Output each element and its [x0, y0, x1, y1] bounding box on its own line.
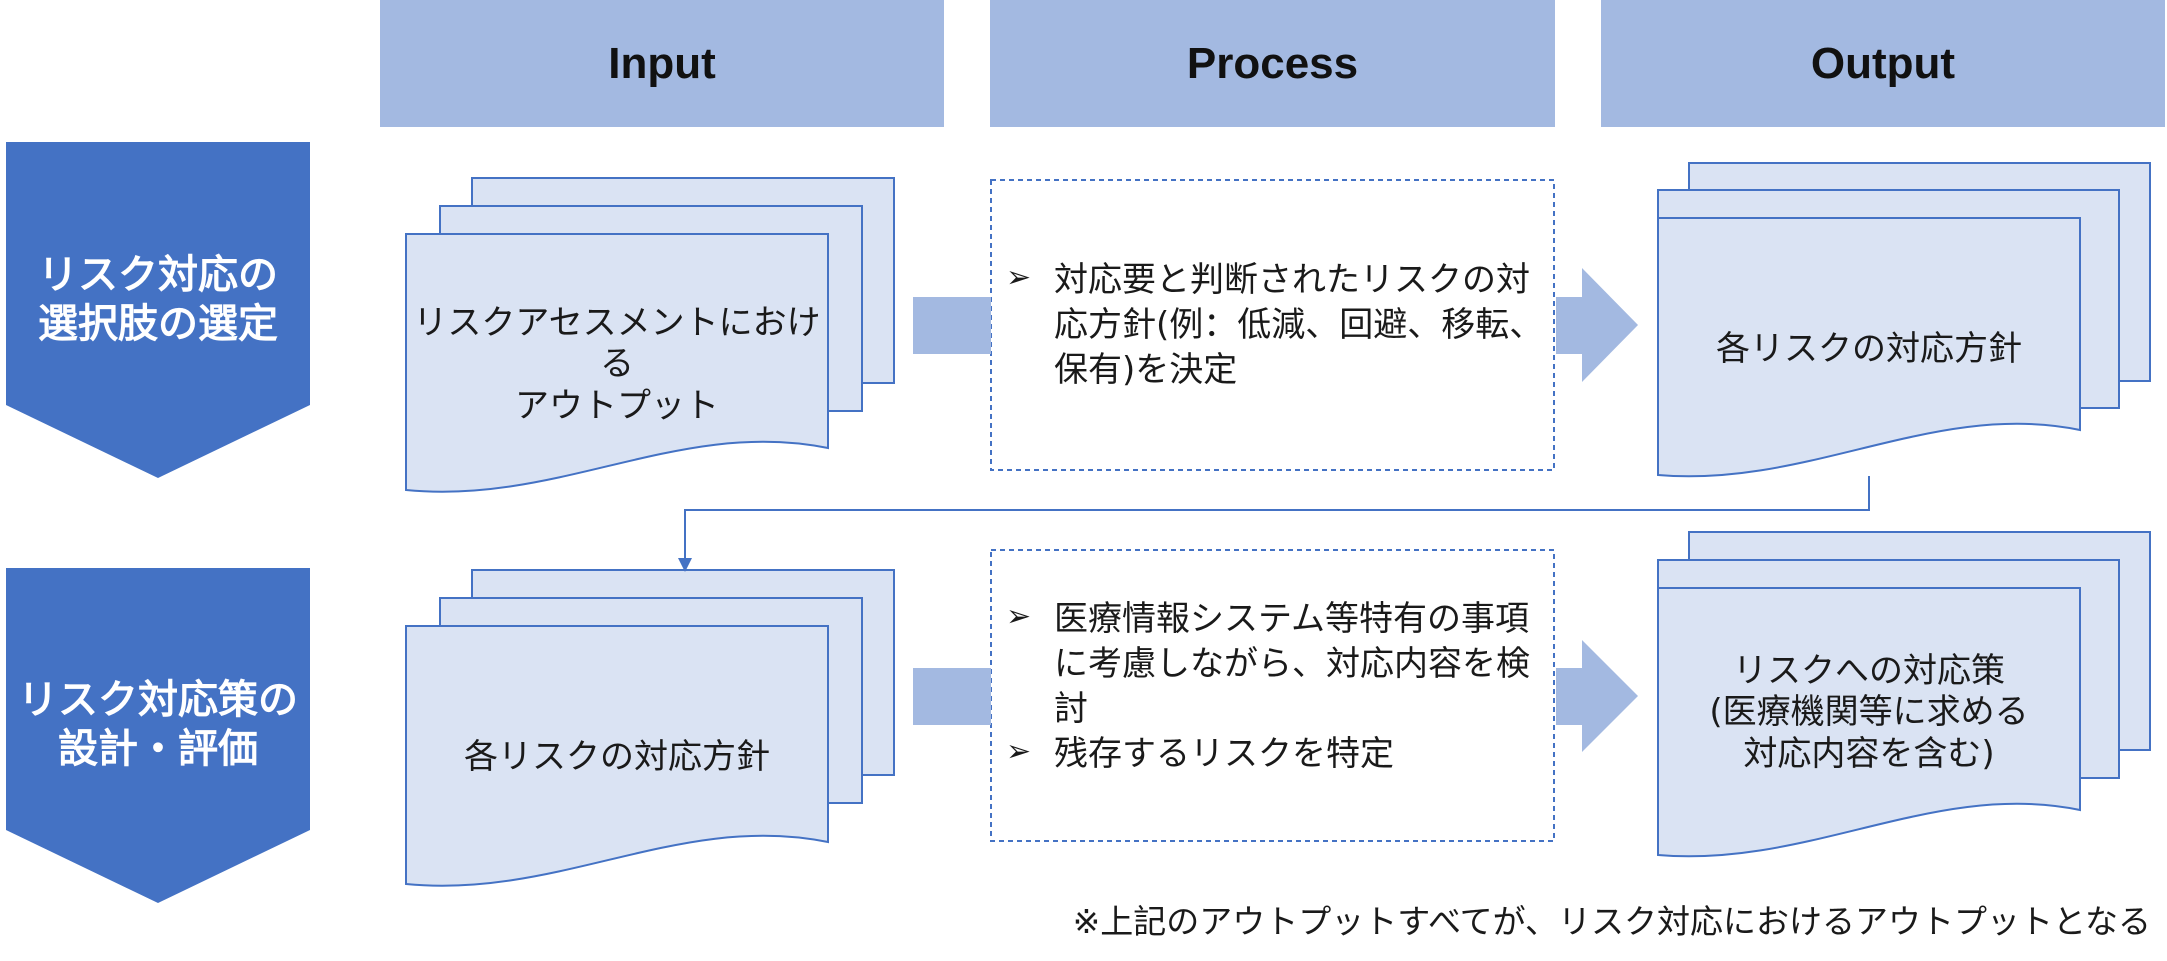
block-arrow-icon [1556, 640, 1638, 752]
process-text-1: ➢ 対応要と判断されたリスクの対応方針(例：低減、回避、移転、保有)を決定 [1006, 258, 1546, 393]
block-arrow-icon [913, 297, 991, 354]
header-output: Output [1601, 0, 2165, 127]
input-doc-text-1: リスクアセスメントにおける アウトプット [410, 300, 824, 430]
block-arrow-icon [1556, 268, 1638, 382]
output-2-line-2: (医療機関等に求める [1709, 692, 2029, 733]
bullet-arrow-icon: ➢ [1006, 599, 1032, 634]
stage-chevron-1 [6, 142, 310, 478]
connector-arrow-icon [684, 476, 1870, 560]
stage-1-line-2: 選択肢の選定 [38, 301, 278, 347]
process-2-item-1: ➢ 医療情報システム等特有の事項に考慮しながら、対応内容を検討 [1006, 597, 1546, 732]
process-1-item-1-text: 対応要と判断されたリスクの対応方針(例：低減、回避、移転、保有)を決定 [1054, 260, 1544, 390]
stage-chevron-2 [6, 568, 310, 903]
bullet-arrow-icon: ➢ [1006, 260, 1032, 295]
input-1-line-2: アウトプット [515, 385, 719, 426]
process-text-2: ➢ 医療情報システム等特有の事項に考慮しながら、対応内容を検討 ➢ 残存するリス… [1006, 597, 1546, 777]
process-2-item-2-text: 残存するリスクを特定 [1054, 733, 1394, 774]
bullet-arrow-icon: ➢ [1006, 733, 1032, 769]
output-doc-stack-2 [1657, 531, 2151, 858]
output-doc-text-2: リスクへの対応策 (医療機関等に求める 対応内容を含む) [1662, 638, 2076, 788]
output-2-line-3: 対応内容を含む) [1743, 733, 1995, 774]
output-doc-stack-1 [1657, 162, 2151, 478]
stage-label-2: リスク対応策の 設計・評価 [6, 640, 310, 810]
footnote: ※上記のアウトプットすべてが、リスク対応におけるアウトプットとなる [1072, 902, 2151, 941]
process-1-item-1: ➢ 対応要と判断されたリスクの対応方針(例：低減、回避、移転、保有)を決定 [1006, 258, 1546, 393]
stage-2-line-1: リスク対応策の [18, 677, 298, 724]
connector-arrowhead [678, 558, 692, 572]
output-2-line-1: リスクへの対応策 [1733, 650, 2005, 691]
stage-label-1: リスク対応の 選択肢の選定 [6, 215, 310, 385]
stage-1-line-1: リスク対応の [38, 252, 278, 299]
output-1-line-1: 各リスクの対応方針 [1716, 329, 2022, 370]
input-2-line-1: 各リスクの対応方針 [464, 737, 770, 778]
process-2-item-2: ➢ 残存するリスクを特定 [1006, 732, 1546, 777]
block-arrow-icon [913, 668, 991, 725]
input-doc-stack-2 [405, 569, 895, 887]
input-doc-text-2: 各リスクの対応方針 [410, 708, 824, 808]
output-doc-text-1: 各リスクの対応方針 [1662, 300, 2076, 400]
process-box-2 [990, 549, 1555, 842]
input-doc-stack-1 [405, 177, 895, 493]
stage-2-line-2: 設計・評価 [58, 726, 258, 772]
input-1-line-1: リスクアセスメントにおける [413, 302, 821, 385]
process-box-1 [990, 179, 1555, 471]
header-input: Input [380, 0, 944, 127]
header-process: Process [990, 0, 1555, 127]
process-2-item-1-text: 医療情報システム等特有の事項に考慮しながら、対応内容を検討 [1054, 599, 1530, 729]
